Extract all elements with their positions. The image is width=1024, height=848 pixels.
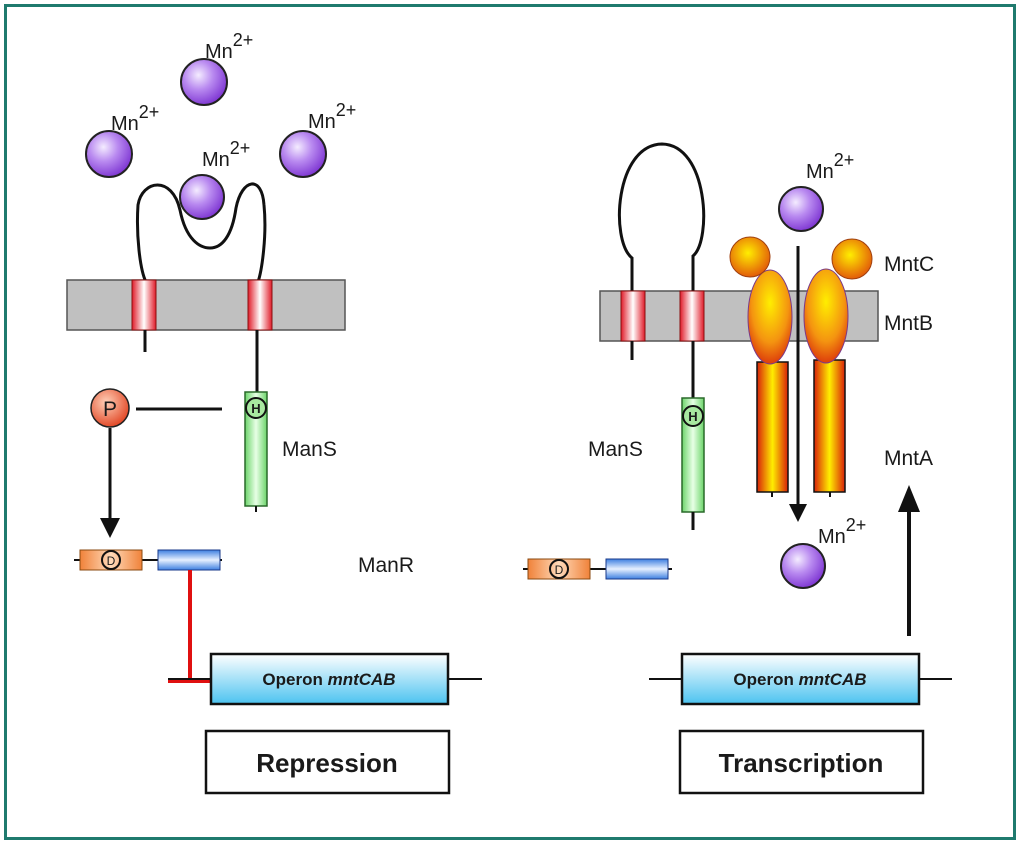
operon-label-right: Operon mntCAB (733, 670, 866, 689)
mn-ion-sphere (778, 186, 824, 232)
mnta-subunit-2 (813, 359, 846, 493)
mntb-subunit-2 (803, 268, 849, 364)
mn-ion-outside-right: Mn2+ (778, 150, 854, 232)
expression-arrow-head (898, 485, 920, 512)
mans-loop-left (136, 182, 267, 283)
right-panel: H ManS D Mn2+ Mn2+ MntC Mn (523, 142, 952, 795)
mntb-subunit-1 (747, 269, 793, 365)
figure-border (4, 4, 1016, 840)
tm-helix-1-left (131, 279, 157, 331)
aspartate-marker-right (549, 559, 569, 579)
mnta-label: MntA (884, 447, 933, 470)
mn-ion-sphere (780, 543, 826, 589)
manr-dna-binding-domain-left (157, 549, 221, 571)
mn-ion-top-left-1: Mn2+ (85, 102, 159, 178)
mn-ion-inside-right: Mn2+ (780, 515, 866, 589)
aspartate-marker-left (101, 550, 121, 570)
mn-ion-top-left-3: Mn2+ (279, 100, 356, 178)
mnta-subunit-1 (756, 361, 789, 493)
mn-ion-bound-left: Mn2+ (179, 138, 250, 220)
manr-label: ManR (358, 554, 414, 577)
operon-label-left: Operon mntCAB (262, 670, 395, 689)
operon-box-right (680, 652, 921, 706)
mntb-label: MntB (884, 312, 933, 335)
mn-ion-label: Mn2+ (205, 30, 253, 63)
left-panel: H ManS P D ManR Operon mntCAB Repression… (66, 30, 482, 795)
mntc-subunit-1 (729, 236, 771, 278)
repression-box (204, 729, 451, 795)
mn-ion-sphere (180, 58, 228, 106)
transport-arrow-head (789, 504, 807, 522)
transcription-box (678, 729, 925, 795)
mn-ion-label: Mn2+ (818, 515, 866, 548)
repression-label: Repression (256, 748, 398, 778)
tm-helix-2-left (247, 279, 273, 331)
aspartate-label-right: D (555, 563, 564, 577)
mans-label-left: ManS (282, 438, 337, 461)
mn-ion-sphere (85, 130, 133, 178)
phosphate-group (90, 388, 130, 428)
mans-loop-right (617, 142, 706, 292)
mntc-subunit-2 (831, 238, 873, 280)
mn-ion-label: Mn2+ (806, 150, 854, 183)
tm-helix-2-right (679, 290, 705, 342)
histidine-marker-left (245, 397, 267, 419)
phosphate-label: P (103, 398, 117, 421)
manr-dna-binding-domain-right (605, 558, 669, 580)
tm-helix-1-right (620, 290, 646, 342)
mn-ion-label: Mn2+ (308, 100, 356, 133)
mans-label-right: ManS (588, 438, 643, 461)
membrane-left (66, 279, 346, 331)
mn-ion-top-left-2: Mn2+ (180, 30, 253, 106)
mn-ion-label: Mn2+ (202, 138, 250, 171)
histidine-label-right: H (688, 409, 697, 424)
aspartate-label-left: D (107, 554, 116, 568)
phospho-arrow-head (100, 518, 120, 538)
mn-ion-label: Mn2+ (111, 102, 159, 135)
mntc-label: MntC (884, 253, 934, 276)
mn-ion-sphere (179, 174, 225, 220)
mn-ion-sphere (279, 130, 327, 178)
histidine-label-left: H (251, 401, 260, 416)
transcription-label: Transcription (719, 748, 884, 778)
operon-box-left (209, 652, 450, 706)
histidine-marker-right (682, 405, 704, 427)
